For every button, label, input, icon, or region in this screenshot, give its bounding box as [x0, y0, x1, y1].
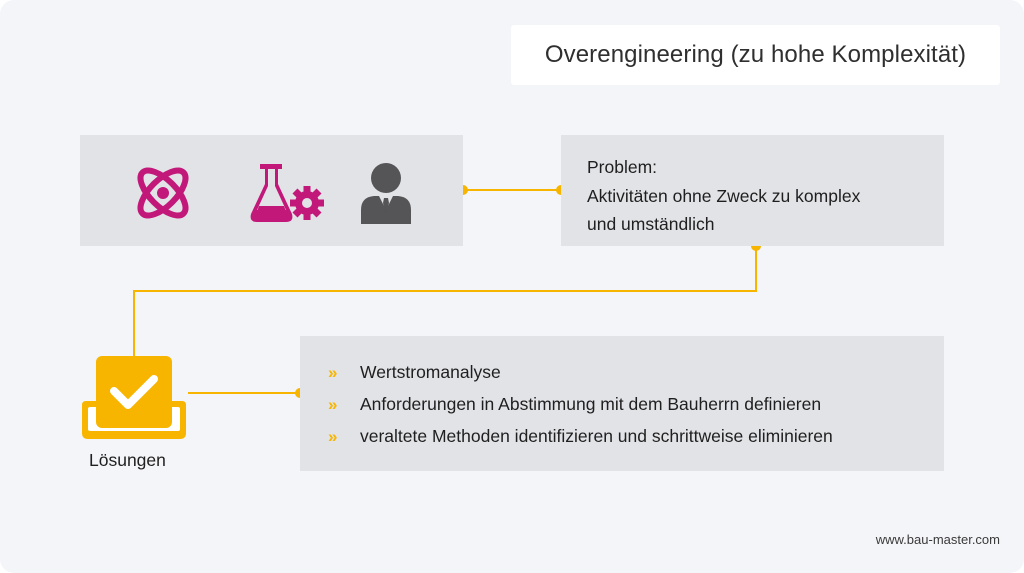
connector-problem-solutions: [133, 246, 757, 357]
solution-text: Anforderungen in Abstimmung mit dem Bauh…: [360, 394, 822, 414]
website-credit: www.bau-master.com: [875, 532, 1000, 547]
bullet-marker: »: [328, 426, 338, 446]
problem-text-line: Aktivitäten ohne Zweck zu komplex: [587, 185, 861, 206]
list-item: » Anforderungen in Abstimmung mit dem Ba…: [328, 394, 821, 415]
atom-icon: [130, 161, 196, 225]
problem-heading: Problem:: [587, 157, 658, 177]
icon-panel: [80, 135, 463, 246]
flask-gear-icon: [248, 160, 328, 226]
bullet-marker: »: [328, 362, 338, 382]
problem-box: Problem: Aktivitäten ohne Zweck zu kompl…: [561, 135, 944, 246]
businessman-icon: [358, 162, 414, 224]
problem-text-line: und umständlich: [587, 214, 715, 234]
list-item: » veraltete Methoden identifizieren und …: [328, 426, 833, 447]
solutions-box: » Wertstromanalyse » Anforderungen in Ab…: [300, 336, 944, 471]
solution-text: veraltete Methoden identifizieren und sc…: [360, 426, 833, 446]
bullet-marker: »: [328, 394, 338, 414]
solution-text: Wertstromanalyse: [360, 362, 501, 382]
list-item: » Wertstromanalyse: [328, 362, 501, 383]
checkmark-box-icon: [80, 355, 188, 441]
solutions-label: Lösungen: [89, 450, 166, 470]
diagram-title: Overengineering (zu hohe Komplexität): [511, 25, 1000, 85]
